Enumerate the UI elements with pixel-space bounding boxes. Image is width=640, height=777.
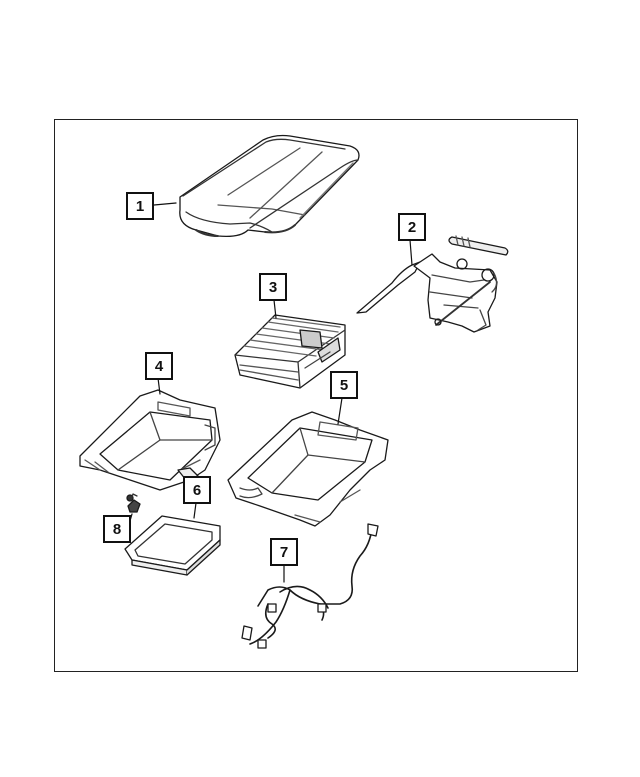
bin-mat-plate[interactable] bbox=[124, 515, 221, 576]
storage-bin-tray[interactable] bbox=[234, 314, 346, 389]
callout-8: 8 bbox=[103, 515, 131, 543]
diagram-frame bbox=[54, 119, 578, 672]
armrest-hinge-bracket[interactable] bbox=[356, 235, 509, 333]
callout-4: 4 bbox=[145, 352, 173, 380]
leader-lines bbox=[127, 202, 413, 583]
callout-3: 3 bbox=[259, 273, 287, 301]
wiring-harness[interactable] bbox=[241, 523, 379, 649]
callout-5: 5 bbox=[330, 371, 358, 399]
callout-7: 7 bbox=[270, 538, 298, 566]
callout-2: 2 bbox=[398, 213, 426, 241]
callout-1: 1 bbox=[126, 192, 154, 220]
callout-6: 6 bbox=[183, 476, 211, 504]
console-base-lower[interactable] bbox=[79, 389, 221, 502]
console-base-upper[interactable] bbox=[227, 411, 389, 527]
armrest-lid-pad[interactable] bbox=[179, 134, 360, 238]
clip[interactable] bbox=[127, 493, 141, 513]
